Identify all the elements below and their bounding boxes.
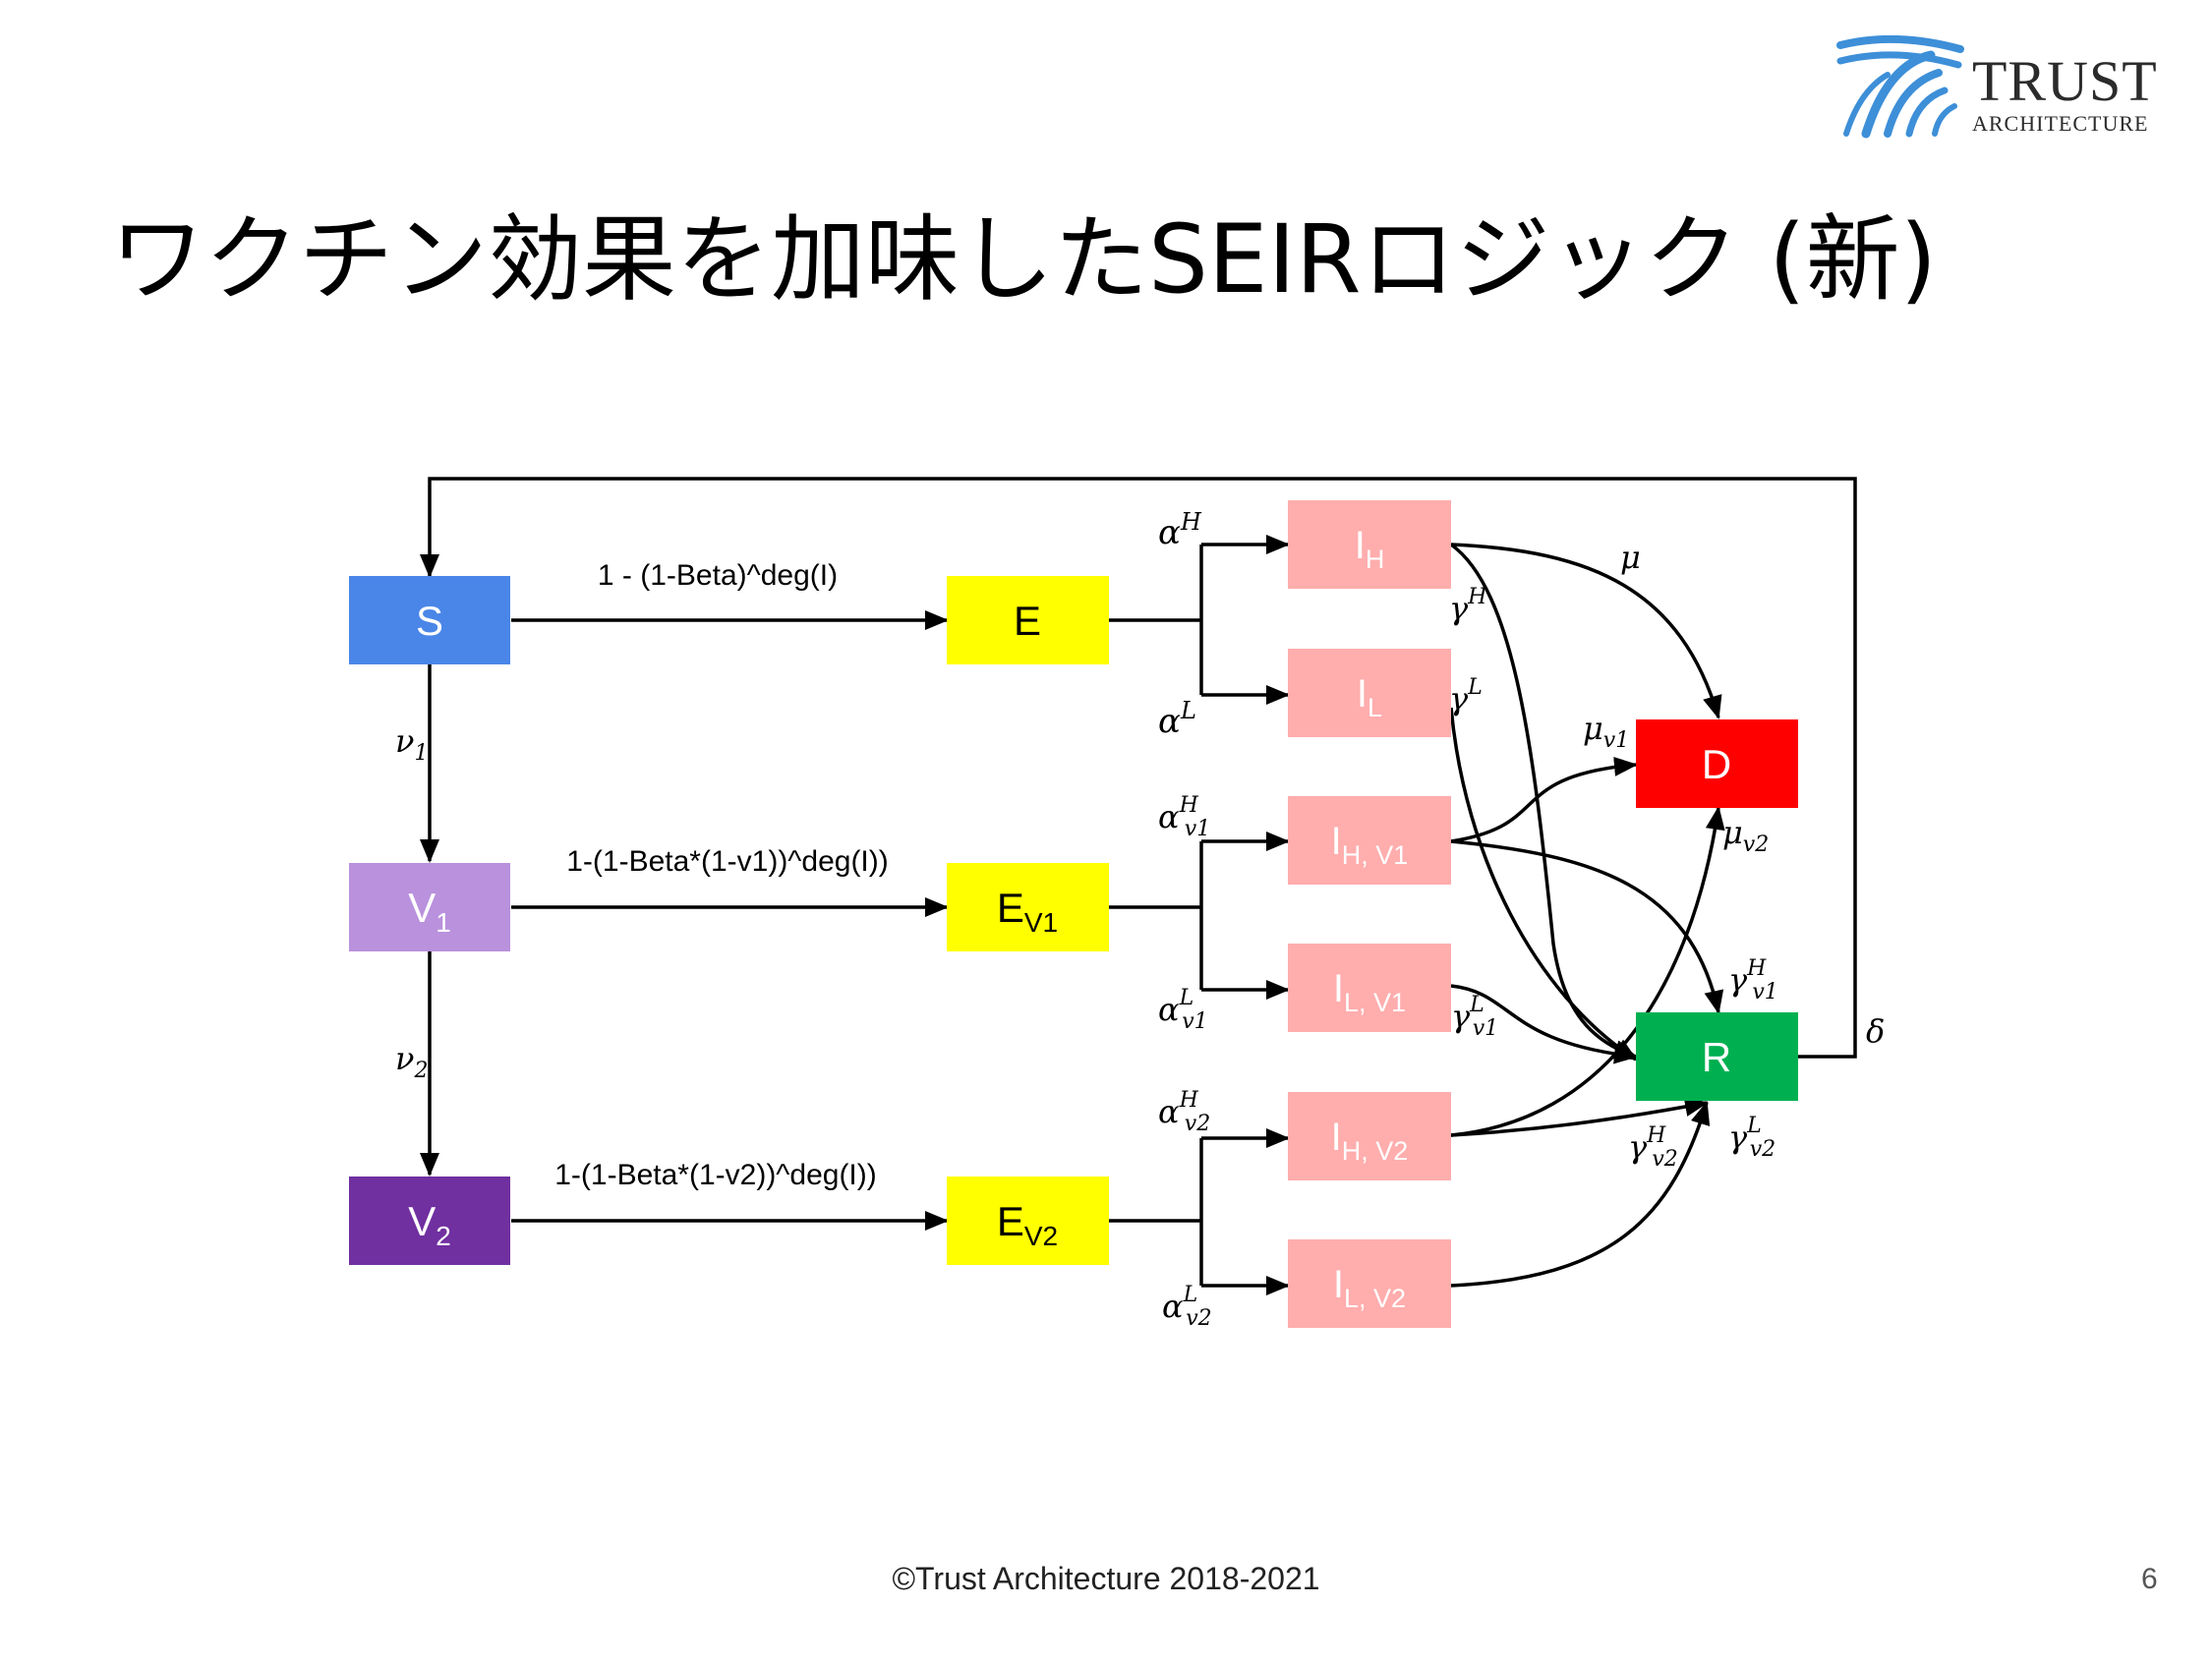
node-il-sub: L [1368, 693, 1382, 722]
node-ev2: EV2 [947, 1177, 1109, 1265]
edge-r-to-s [420, 477, 1857, 1059]
node-ihv2-label: I [1331, 1116, 1342, 1159]
node-ih-label: I [1355, 524, 1366, 567]
node-d: D [1636, 719, 1798, 808]
node-ilv1-label: I [1333, 967, 1344, 1010]
label-mu: μ [1620, 539, 1641, 576]
logo-text-sub: ARCHITECTURE [1972, 111, 2149, 136]
node-ev2-label: E [997, 1198, 1024, 1244]
node-v2-label: V [408, 1198, 436, 1244]
node-ilv1-sub: L, V1 [1344, 988, 1406, 1017]
node-ilv2: IL, V2 [1288, 1239, 1451, 1328]
node-il-label: I [1357, 672, 1368, 716]
edge-ihv2-to-r [1450, 1097, 1709, 1137]
rate-v1-ev1: 1-(1-Beta*(1-v1))^deg(I)) [566, 845, 889, 878]
svg-text:IL: IL [1357, 672, 1382, 722]
label-alpha-h: αH [1158, 508, 1202, 552]
nodes: S V1 V2 E EV1 EV2 IH IL [349, 500, 1798, 1328]
svg-text:IH, V1: IH, V1 [1331, 820, 1409, 870]
edge-ilv2-to-r [1450, 1101, 1711, 1288]
node-il: IL [1288, 649, 1451, 737]
edge-il-to-r [1449, 707, 1638, 1062]
footer-copyright: ©Trust Architecture 2018-2021 [892, 1561, 1320, 1596]
label-mu-v2: μv2 [1722, 814, 1769, 857]
node-ev1: EV1 [947, 863, 1109, 951]
node-d-label: D [1702, 741, 1731, 787]
node-v1-label: V [408, 885, 436, 931]
node-ihv2: IH, V2 [1288, 1092, 1451, 1180]
node-ilv2-label: I [1333, 1263, 1344, 1306]
node-ihv1-sub: H, V1 [1342, 840, 1409, 870]
edge-e-branch [1109, 545, 1203, 695]
node-ev2-sub: V2 [1024, 1221, 1058, 1251]
node-e-label: E [1014, 598, 1041, 644]
label-gamma-l: γL [1449, 675, 1483, 718]
svg-text:IH, V2: IH, V2 [1331, 1116, 1409, 1166]
label-nu2: ν2 [395, 1040, 428, 1083]
edge-ev2-branch [1109, 1138, 1203, 1286]
svg-text:IH: IH [1355, 524, 1385, 574]
node-v1-sub: 1 [436, 907, 451, 938]
node-v2-sub: 2 [436, 1221, 451, 1251]
edge-ihv2-to-d [1450, 806, 1725, 1137]
svg-text:S: S [416, 598, 443, 644]
node-s: S [349, 576, 510, 664]
rate-s-e: 1 - (1-Beta)^deg(I) [598, 559, 838, 592]
edge-ihv1-to-d [1450, 757, 1638, 843]
label-alpha-l: αL [1158, 697, 1196, 741]
node-ev1-label: E [997, 885, 1024, 931]
node-ilv2-sub: L, V2 [1344, 1284, 1406, 1313]
logo-text-main: TRUST [1972, 49, 2158, 113]
node-ev1-sub: V1 [1024, 907, 1058, 938]
label-gamma-h: γH [1449, 585, 1487, 627]
svg-text:V2: V2 [408, 1198, 451, 1251]
svg-text:IL, V1: IL, V1 [1333, 967, 1406, 1017]
node-ilv1: IL, V1 [1288, 944, 1451, 1032]
edges [420, 477, 1857, 1295]
label-mu-v1: μv1 [1583, 710, 1629, 753]
node-r: R [1636, 1012, 1798, 1101]
edge-ilv1-to-r [1450, 984, 1638, 1064]
svg-text:E: E [1014, 598, 1041, 644]
svg-text:R: R [1702, 1034, 1731, 1080]
node-ihv1-label: I [1331, 820, 1342, 863]
rate-labels: 1 - (1-Beta)^deg(I) 1-(1-Beta*(1-v1))^de… [554, 559, 889, 1191]
node-ihv1: IH, V1 [1288, 796, 1451, 885]
edge-ih-to-d [1450, 543, 1722, 719]
node-s-label: S [416, 598, 443, 644]
svg-text:IL, V2: IL, V2 [1333, 1263, 1406, 1313]
page-title: ワクチン効果を加味したSEIRロジック (新) [110, 204, 1938, 315]
node-ihv2-sub: H, V2 [1342, 1136, 1409, 1166]
node-ih: IH [1288, 500, 1451, 589]
edge-ih-to-r [1449, 543, 1638, 1060]
svg-text:D: D [1702, 741, 1731, 787]
trust-architecture-logo: TRUST ARCHITECTURE [1836, 35, 2171, 144]
svg-text:EV1: EV1 [997, 885, 1058, 938]
node-ih-sub: H [1366, 545, 1385, 574]
svg-text:EV2: EV2 [997, 1198, 1058, 1251]
label-delta: δ [1866, 1012, 1885, 1050]
edge-ihv1-to-r [1450, 839, 1724, 1014]
rate-v2-ev2: 1-(1-Beta*(1-v2))^deg(I)) [554, 1159, 877, 1191]
edge-ev1-branch [1109, 841, 1203, 990]
node-r-label: R [1702, 1034, 1731, 1080]
logo-mark-icon [1836, 35, 1964, 139]
logo-wordmark: TRUST ARCHITECTURE [1972, 53, 2158, 136]
node-v2: V2 [349, 1177, 510, 1265]
label-nu1: ν1 [395, 722, 428, 766]
svg-text:V1: V1 [408, 885, 451, 938]
node-e: E [947, 576, 1109, 664]
page-number: 6 [2141, 1563, 2158, 1595]
node-v1: V1 [349, 863, 510, 951]
